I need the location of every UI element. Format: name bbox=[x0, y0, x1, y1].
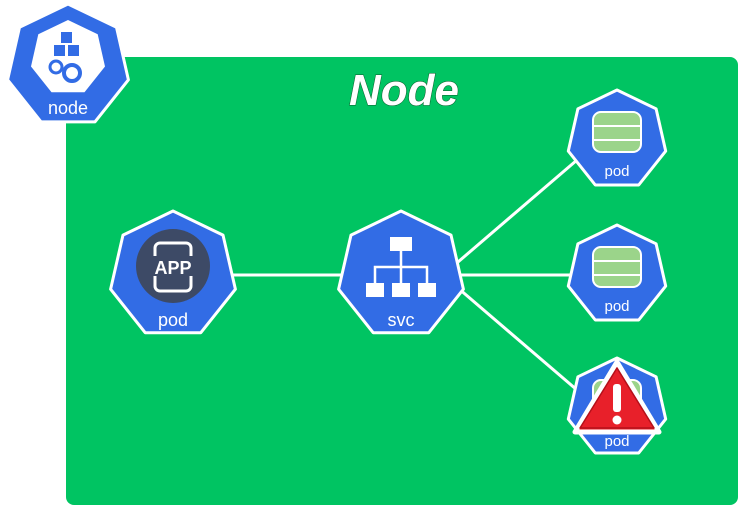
db-pod-label: pod bbox=[604, 298, 629, 315]
database-icon bbox=[592, 246, 642, 288]
db-pod-label: pod bbox=[604, 163, 629, 180]
node-badge-label: node bbox=[48, 98, 88, 118]
warning-icon bbox=[572, 359, 662, 435]
connector-svc-pod-3 bbox=[457, 286, 578, 392]
diagram-title: Node bbox=[349, 66, 459, 115]
db-pod-1[interactable]: pod bbox=[566, 88, 668, 187]
node-cubes-gears-icon bbox=[48, 32, 82, 83]
node-badge[interactable]: node bbox=[6, 2, 130, 124]
mobile-app-icon: APP bbox=[136, 229, 210, 303]
service[interactable]: svc bbox=[337, 209, 465, 335]
service-label: svc bbox=[388, 310, 415, 330]
db-pod-2[interactable]: pod bbox=[566, 223, 668, 322]
network-tree-icon bbox=[366, 237, 436, 297]
app-icon-text: APP bbox=[154, 258, 191, 278]
database-icon bbox=[592, 111, 642, 153]
db-pod-label: pod bbox=[604, 433, 629, 450]
connections bbox=[232, 158, 578, 392]
heptagon-inner bbox=[31, 20, 105, 93]
db-pod-3[interactable]: pod bbox=[566, 356, 668, 455]
app-pod-label: pod bbox=[158, 310, 188, 330]
connector-svc-pod-1 bbox=[457, 158, 578, 264]
app-pod[interactable]: APP pod bbox=[109, 209, 237, 335]
